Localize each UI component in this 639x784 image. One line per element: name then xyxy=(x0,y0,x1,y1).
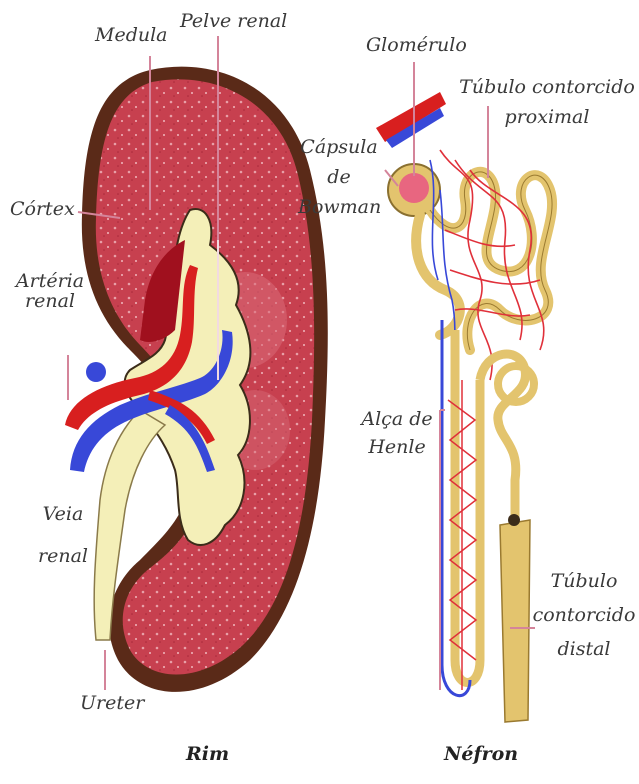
label-veia-line1: Veia xyxy=(28,505,98,525)
nephron-title: Néfron xyxy=(444,745,518,765)
label-alca-henle: Alça de Henle xyxy=(356,410,438,458)
label-tubulo-distal-line2: contorcido xyxy=(530,606,638,626)
label-pelve-renal: Pelve renal xyxy=(180,12,287,32)
collecting-duct-opening xyxy=(508,514,520,526)
label-alca-line2: Henle xyxy=(356,438,438,458)
label-glomerulo: Glomérulo xyxy=(366,36,467,56)
kidney xyxy=(65,67,328,692)
label-tubulo-proximal-line2: proximal xyxy=(458,108,636,128)
label-arteria-line2: renal xyxy=(10,292,90,312)
label-ureter: Ureter xyxy=(80,694,144,714)
label-cortex: Córtex xyxy=(10,200,75,220)
label-alca-line1: Alça de xyxy=(356,410,438,430)
label-medula: Medula xyxy=(95,26,168,46)
label-tubulo-proximal: Túbulo contorcido proximal xyxy=(458,78,636,128)
kidney-title: Rim xyxy=(186,745,229,765)
label-arteria-renal: Artéria renal xyxy=(10,272,90,312)
label-capsula-line1: Cápsula xyxy=(298,138,380,158)
label-capsula-line3: Bowman xyxy=(298,198,380,218)
label-tubulo-distal-line3: distal xyxy=(530,640,638,660)
vein-end xyxy=(86,362,106,382)
label-tubulo-distal-line1: Túbulo xyxy=(530,572,638,592)
label-capsula-bowman: Cápsula de Bowman xyxy=(298,138,380,218)
glomerulus xyxy=(399,173,429,203)
label-veia-renal: Veia renal xyxy=(28,505,98,567)
label-tubulo-proximal-line1: Túbulo contorcido xyxy=(458,78,636,98)
label-veia-line2: renal xyxy=(28,547,98,567)
label-capsula-line2: de xyxy=(298,168,380,188)
label-tubulo-distal: Túbulo contorcido distal xyxy=(530,572,638,660)
collecting-duct xyxy=(500,520,530,722)
label-arteria-line1: Artéria xyxy=(10,272,90,292)
